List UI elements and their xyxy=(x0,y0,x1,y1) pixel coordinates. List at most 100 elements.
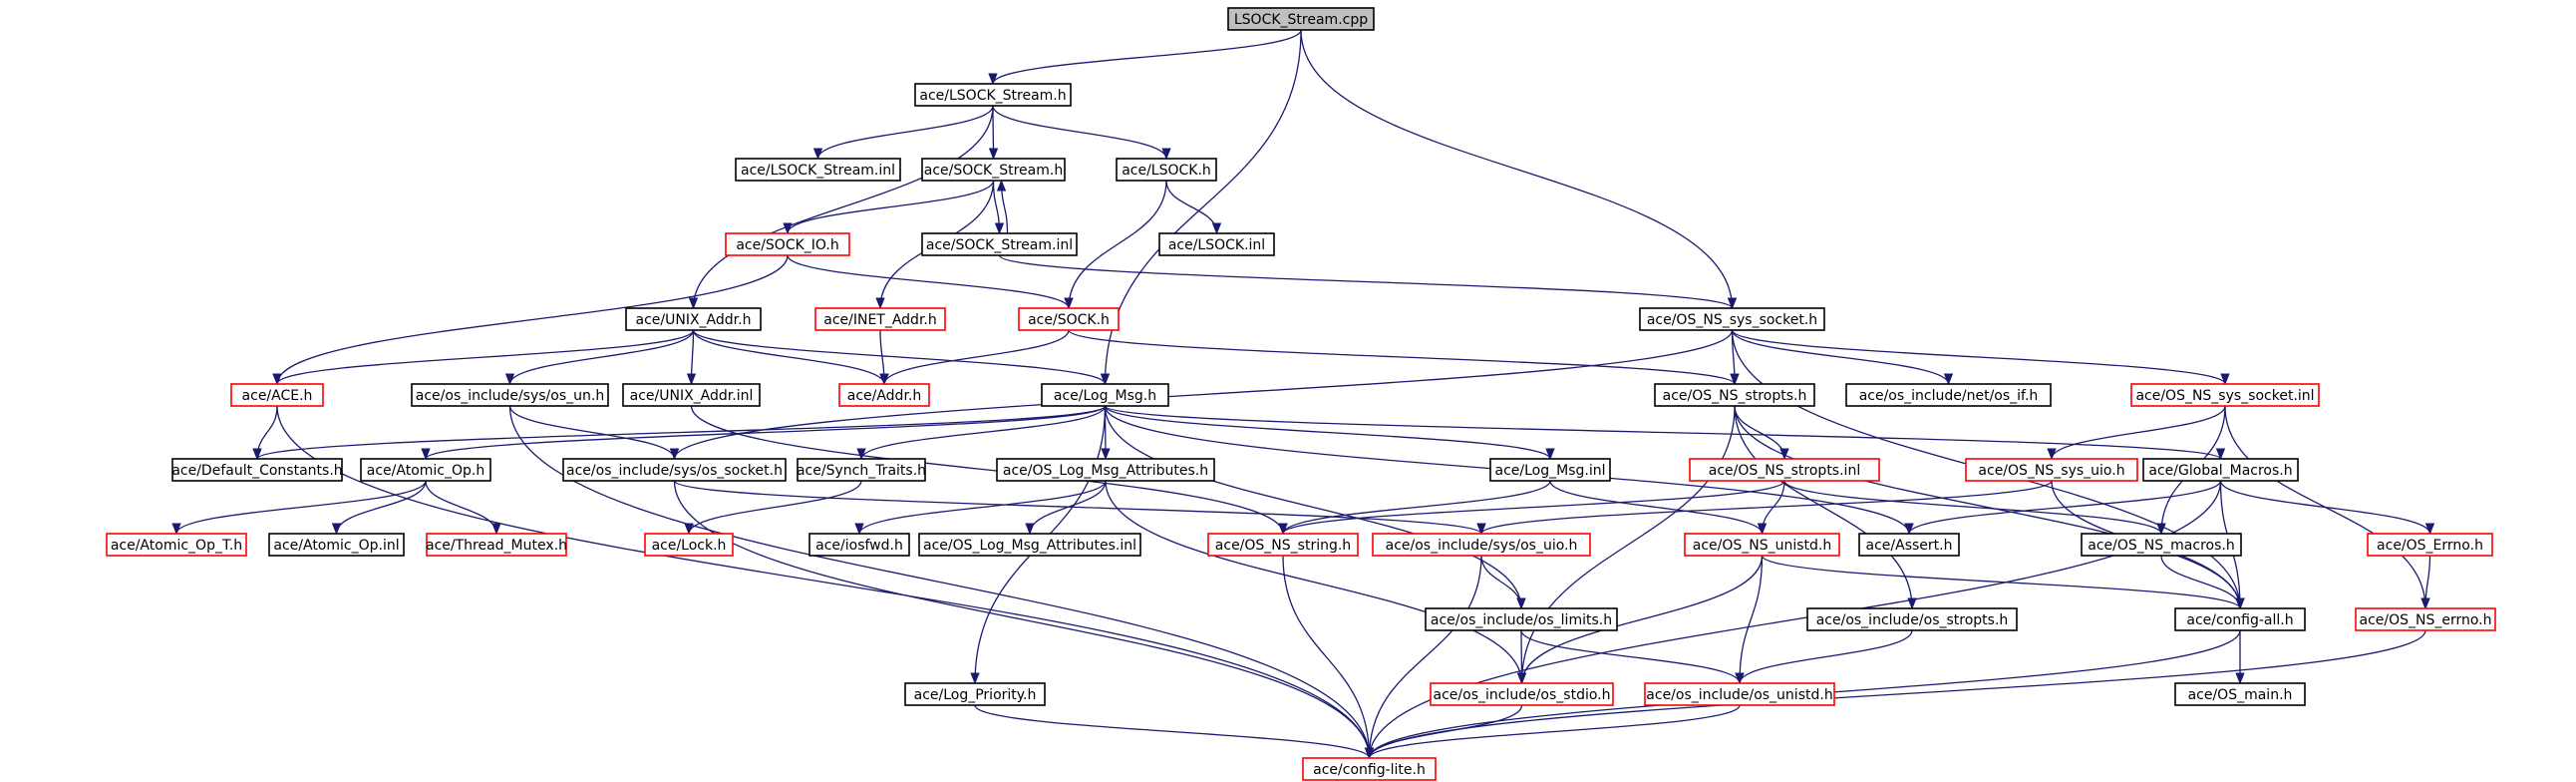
node-log-msg-inl[interactable]: ace/Log_Msg.inl xyxy=(1489,458,1611,482)
edge-os_ns_string_h-to-config_lite_h xyxy=(1282,555,1375,760)
edge-unix_addr_h-to-unix_addr_inl xyxy=(686,329,697,386)
node-os-ns-errno-h[interactable]: ace/OS_NS_errno.h xyxy=(2355,607,2496,631)
node-addr-h[interactable]: ace/Addr.h xyxy=(838,383,930,407)
node-atomic-op-inl[interactable]: ace/Atomic_Op.inl xyxy=(268,533,405,557)
node-os-sys-un-h[interactable]: ace/os_include/sys/os_un.h xyxy=(411,383,609,407)
node-global-macros-h[interactable]: ace/Global_Macros.h xyxy=(2142,458,2299,482)
node-os-net-if-h[interactable]: ace/os_include/net/os_if.h xyxy=(1845,383,2052,407)
node-box xyxy=(1302,757,1437,781)
dependency-nodes: LSOCK_Stream.cpp ace/LSOCK_Stream.h ace/LS… xyxy=(106,7,2496,781)
node-box xyxy=(1041,383,1169,407)
edge-lsock_stream_cpp-to-lsock_stream_h xyxy=(988,29,1302,86)
node-os-log-msg-attributes-h[interactable]: ace/OS_Log_Msg_Attributes.h xyxy=(996,458,1215,482)
node-label: ace/Atomic_Op_T.h xyxy=(111,538,242,554)
node-label: ace/OS_NS_errno.h xyxy=(2359,612,2491,628)
node-os-ns-stropts-inl[interactable]: ace/OS_NS_stropts.inl xyxy=(1689,458,1880,482)
node-box xyxy=(622,383,761,407)
node-label: ace/os_include/os_stdio.h xyxy=(1434,687,1611,703)
node-os-errno-h[interactable]: ace/OS_Errno.h xyxy=(2367,533,2493,557)
node-os-unistd-h[interactable]: ace/os_include/os_unistd.h xyxy=(1644,682,1835,706)
node-os-limits-h[interactable]: ace/os_include/os_limits.h xyxy=(1425,607,1618,631)
edge-lsock_h-to-lsock_inl xyxy=(1165,180,1222,235)
edge-log_msg_h-to-global_macros_h xyxy=(1104,405,2225,461)
edge-os_log_msg_attributes_h-to-iosfwd_h xyxy=(854,480,1107,536)
edge-os_sys_uio_h-to-os_limits_h xyxy=(1480,555,1526,610)
edge-os_errno_h-to-os_ns_errno_h xyxy=(2420,555,2431,610)
node-sock-stream-inl[interactable]: ace/SOCK_Stream.inl xyxy=(921,232,1078,256)
node-lsock-h[interactable]: ace/LSOCK.h xyxy=(1116,158,1217,182)
node-box xyxy=(644,533,734,557)
edge-lsock_stream_cpp-to-os_ns_sys_socket_h xyxy=(1300,29,1738,310)
node-atomic-op-t-h[interactable]: ace/Atomic_Op_T.h xyxy=(106,533,247,557)
node-box xyxy=(1227,7,1375,31)
edge-sock_stream_inl-to-os_ns_sys_socket_h xyxy=(998,254,1737,310)
node-label: ace/os_include/sys/os_uio.h xyxy=(1386,538,1578,554)
edge-log_msg_h-to-os_limits_h xyxy=(1104,405,1526,610)
node-os-ns-unistd-h[interactable]: ace/OS_NS_unistd.h xyxy=(1684,533,1840,557)
node-unix-addr-inl[interactable]: ace/UNIX_Addr.inl xyxy=(622,383,761,407)
node-box xyxy=(1845,383,2052,407)
node-label: ace/SOCK_IO.h xyxy=(736,237,838,253)
node-log-msg-h[interactable]: ace/Log_Msg.h xyxy=(1041,383,1169,407)
node-os-ns-stropts-h[interactable]: ace/OS_NS_stropts.h xyxy=(1654,383,1815,407)
node-synch-traits-h[interactable]: ace/Synch_Traits.h xyxy=(797,458,926,482)
node-os-ns-macros-h[interactable]: ace/OS_NS_macros.h xyxy=(2081,533,2242,557)
edge-log_msg_h-to-default_constants_h xyxy=(252,405,1107,461)
node-label: ace/OS_main.h xyxy=(2188,687,2293,703)
node-sock-io-h[interactable]: ace/SOCK_IO.h xyxy=(725,232,850,256)
edge-log_msg_inl-to-os_ns_string_h xyxy=(1278,480,1551,536)
node-os-stropts-h[interactable]: ace/os_include/os_stropts.h xyxy=(1806,607,2018,631)
node-os-ns-sys-socket-inl[interactable]: ace/OS_NS_sys_socket.inl xyxy=(2130,383,2320,407)
node-os-main-h[interactable]: ace/OS_main.h xyxy=(2174,682,2306,706)
node-label: ace/Atomic_Op.inl xyxy=(273,538,399,554)
node-lsock-stream-inl[interactable]: ace/LSOCK_Stream.inl xyxy=(735,158,901,182)
node-os-ns-sys-socket-h[interactable]: ace/OS_NS_sys_socket.h xyxy=(1639,307,1825,331)
edge-log_msg_h-to-log_msg_inl xyxy=(1104,405,1555,461)
edge-lsock_stream_h-to-sock_stream_h xyxy=(988,105,999,161)
node-box xyxy=(2367,533,2493,557)
edge-sock_io_h-to-ace_h xyxy=(272,254,789,386)
node-label: ace/OS_NS_string.h xyxy=(1215,538,1351,554)
node-label: ace/OS_NS_unistd.h xyxy=(1693,538,1832,554)
node-iosfwd-h[interactable]: ace/iosfwd.h xyxy=(808,533,910,557)
edge-os_ns_sys_socket_h-to-os_net_if_h xyxy=(1731,329,1954,386)
node-sock-stream-h[interactable]: ace/SOCK_Stream.h xyxy=(921,158,1066,182)
node-os-ns-sys-uio-h[interactable]: ace/OS_NS_sys_uio.h xyxy=(1965,458,2138,482)
node-os-stdio-h[interactable]: ace/os_include/os_stdio.h xyxy=(1430,682,1614,706)
node-label: ace/UNIX_Addr.h xyxy=(636,312,752,328)
edge-os_log_msg_attributes_h-to-os_stdio_h xyxy=(1105,480,1527,685)
node-label: ace/Log_Msg.h xyxy=(1054,388,1156,404)
node-log-priority-h[interactable]: ace/Log_Priority.h xyxy=(904,682,1046,706)
node-lsock-stream-h[interactable]: ace/LSOCK_Stream.h xyxy=(914,83,1072,107)
node-inet-addr-h[interactable]: ace/INET_Addr.h xyxy=(814,307,946,331)
edge-unix_addr_h-to-log_msg_h xyxy=(692,329,1111,386)
node-label: ace/LSOCK_Stream.h xyxy=(919,88,1066,104)
node-atomic-op-h[interactable]: ace/Atomic_Op.h xyxy=(360,458,491,482)
node-label: ace/os_include/sys/os_socket.h xyxy=(566,463,783,479)
edge-os_ns_stropts_inl-to-os_ns_string_h xyxy=(1278,480,1785,536)
node-box xyxy=(1689,458,1880,482)
node-label: ace/OS_Log_Msg_Attributes.h xyxy=(1003,463,1208,479)
edge-lsock_stream_cpp-to-log_msg_h xyxy=(1100,29,1302,386)
node-assert-h[interactable]: ace/Assert.h xyxy=(1858,533,1960,557)
node-label: ace/Atomic_Op.h xyxy=(367,463,484,479)
node-box xyxy=(996,458,1215,482)
node-ace-h[interactable]: ace/ACE.h xyxy=(230,383,324,407)
edge-os_sys_un_h-to-os_sys_socket_h xyxy=(508,405,680,461)
node-lsock-stream-cpp[interactable]: LSOCK_Stream.cpp xyxy=(1227,7,1375,31)
node-config-lite-h[interactable]: ace/config-lite.h xyxy=(1302,757,1437,781)
node-os-ns-string-h[interactable]: ace/OS_NS_string.h xyxy=(1207,533,1359,557)
node-lock-h[interactable]: ace/Lock.h xyxy=(644,533,734,557)
node-config-all-h[interactable]: ace/config-all.h xyxy=(2174,607,2306,631)
node-os-sys-uio-h[interactable]: ace/os_include/sys/os_uio.h xyxy=(1372,533,1591,557)
node-unix-addr-h[interactable]: ace/UNIX_Addr.h xyxy=(625,307,762,331)
node-thread-mutex-h[interactable]: ace/Thread_Mutex.h xyxy=(426,533,567,557)
node-label: ace/LSOCK_Stream.inl xyxy=(741,163,895,179)
node-lsock-inl[interactable]: ace/LSOCK.inl xyxy=(1158,232,1275,256)
node-sock-h[interactable]: ace/SOCK.h xyxy=(1018,307,1120,331)
node-default-constants-h[interactable]: ace/Default_Constants.h xyxy=(171,458,343,482)
node-label: ace/OS_Errno.h xyxy=(2377,538,2483,554)
node-label: ace/Assert.h xyxy=(1866,538,1953,554)
node-os-sys-socket-h[interactable]: ace/os_include/sys/os_socket.h xyxy=(562,458,787,482)
node-os-log-msg-attributes-inl[interactable]: ace/OS_Log_Msg_Attributes.inl xyxy=(918,533,1141,557)
